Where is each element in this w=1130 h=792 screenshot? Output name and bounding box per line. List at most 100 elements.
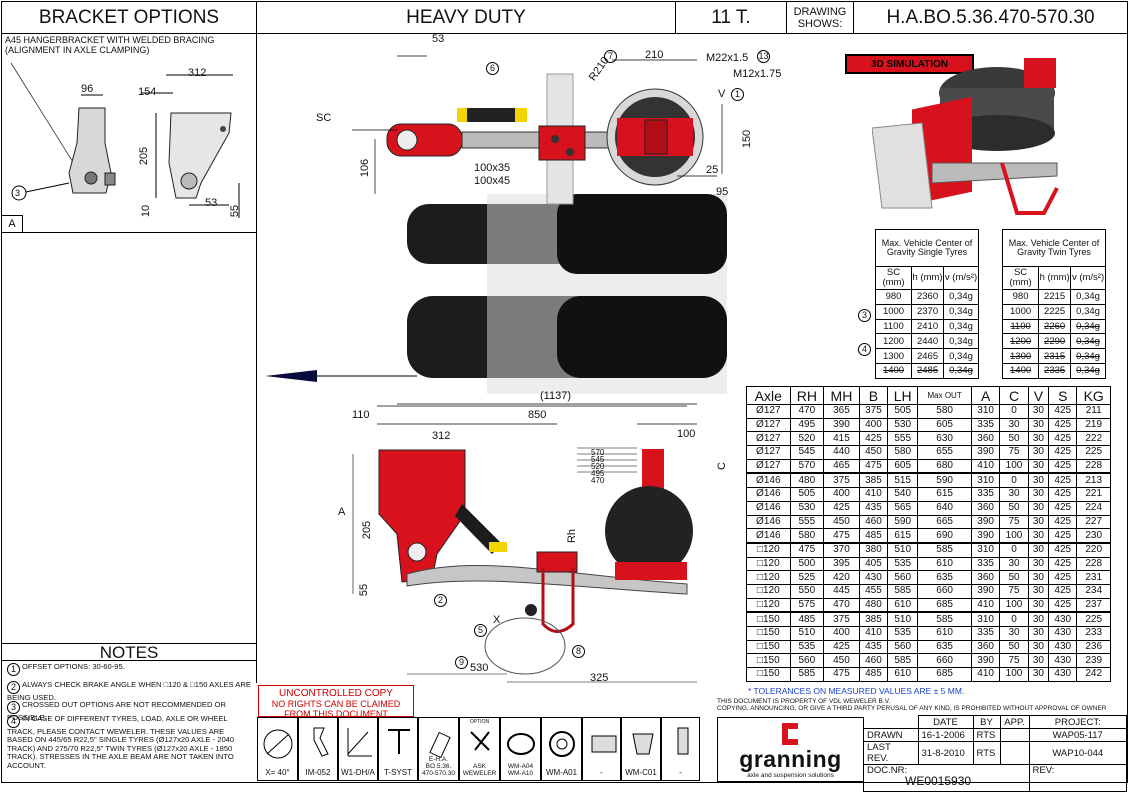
suspension-side-view [352,405,697,683]
dim-x: X [493,614,501,626]
bracket-front-view [20,94,116,194]
brand-sub: axle and suspension solutions [747,772,834,779]
note-text: CROSSED OUT OPTIONS ARE NOT RECOMMENDED … [7,700,226,722]
dim-106: 106 [359,158,372,178]
dim-325: 325 [590,672,609,684]
dim-1137: (1137) [540,390,571,402]
axle-header-cell: KG [1076,386,1111,405]
icon-caption: WM-C01 [625,768,657,777]
icon-caption: T-SYST [383,768,412,777]
dim-150: 150 [741,129,754,149]
dim-100x35: 100x35 [474,162,511,174]
dim-312-side: 312 [432,430,451,442]
axle-header-cell: A [970,386,1001,405]
bracket-description: A45 HANGERBRACKET WITH WELDED BRACING (A… [5,35,215,55]
axle-header-cell: S [1048,386,1078,405]
bush-icon [549,731,575,757]
tool-icon [470,731,490,751]
dim-570: 570 [591,448,605,457]
dim-100x45: 100x45 [474,175,511,187]
dim-100-side: 100 [677,428,696,440]
3d-preview-image [872,58,1059,215]
clamp-icon [507,733,535,755]
wrench-icon [313,727,329,757]
marker-3: 3 [858,309,871,322]
dim-m22: M22x1.5 [706,52,749,64]
callout-7: 7 [604,50,617,63]
callout-1: 1 [731,88,744,101]
dim-495: 495 [591,469,605,478]
icon-caption: W1-DH/A [341,768,375,777]
note-number: 1 [7,663,20,676]
tyre-group [407,194,727,394]
callout-5: 5 [474,624,487,637]
icon-caption: WM-A04 WM-A10 [507,763,534,777]
dim-c: C [715,462,728,470]
dim-sc: SC [316,112,332,124]
callout-2: 2 [434,594,447,607]
marker-4: 4 [858,343,871,356]
icon-strip-cell: IM-052 [298,717,338,781]
capacity-title: 11 T. [675,1,787,34]
icon-strip-cell: - [582,717,621,781]
dim-470: 470 [591,476,605,485]
dim-53-top: 53 [432,33,445,45]
3d-simulation-button[interactable]: 3D SIMULATION [845,54,974,74]
drawing-code: H.A.BO.5.36.470-570.30 [853,1,1128,34]
axle-header-cell: Axle [746,386,791,405]
uncontrolled-copy-stamp: UNCONTROLLED COPY NO RIGHTS CAN BE CLAIM… [258,685,414,719]
callout-8: 8 [572,645,585,658]
option-label: OPTION [469,719,490,725]
callout-13: 13 [757,50,770,63]
axle-header-cell: MH [823,386,860,405]
tolerance-note: * TOLERANCES ON MEASURED VALUES ARE ± 5 … [748,686,965,696]
icon-caption: - [679,768,682,777]
axle-header-cell: RH [789,386,825,405]
icon-caption: - [600,768,603,777]
dim-25: 25 [706,164,719,176]
dim-a: A [338,506,346,518]
icon-strip-cell: T-SYST [378,717,418,781]
assembly-drawing [265,55,727,683]
dim-205-side: 205 [361,520,374,540]
icon-strip-cell: WM-A04 WM-A10 [500,717,541,781]
duty-title: HEAVY DUTY [256,1,676,34]
drawing-shows-label: DRAWING SHOWS: [786,1,854,34]
dim-53: 53 [205,197,218,209]
dim-55: 55 [229,204,242,218]
angle-icon [263,729,293,759]
cg-single-title: Max. Vehicle Center of Gravity Single Ty… [875,229,979,267]
granning-logo-icon [782,723,798,745]
cg-twin-title: Max. Vehicle Center of Gravity Twin Tyre… [1002,229,1106,267]
spring-top-view [386,88,704,186]
icon-caption: ASK WEWELER [462,763,497,777]
dim-520: 520 [591,462,605,471]
column-divider [256,33,257,683]
dim-110: 110 [352,409,370,421]
